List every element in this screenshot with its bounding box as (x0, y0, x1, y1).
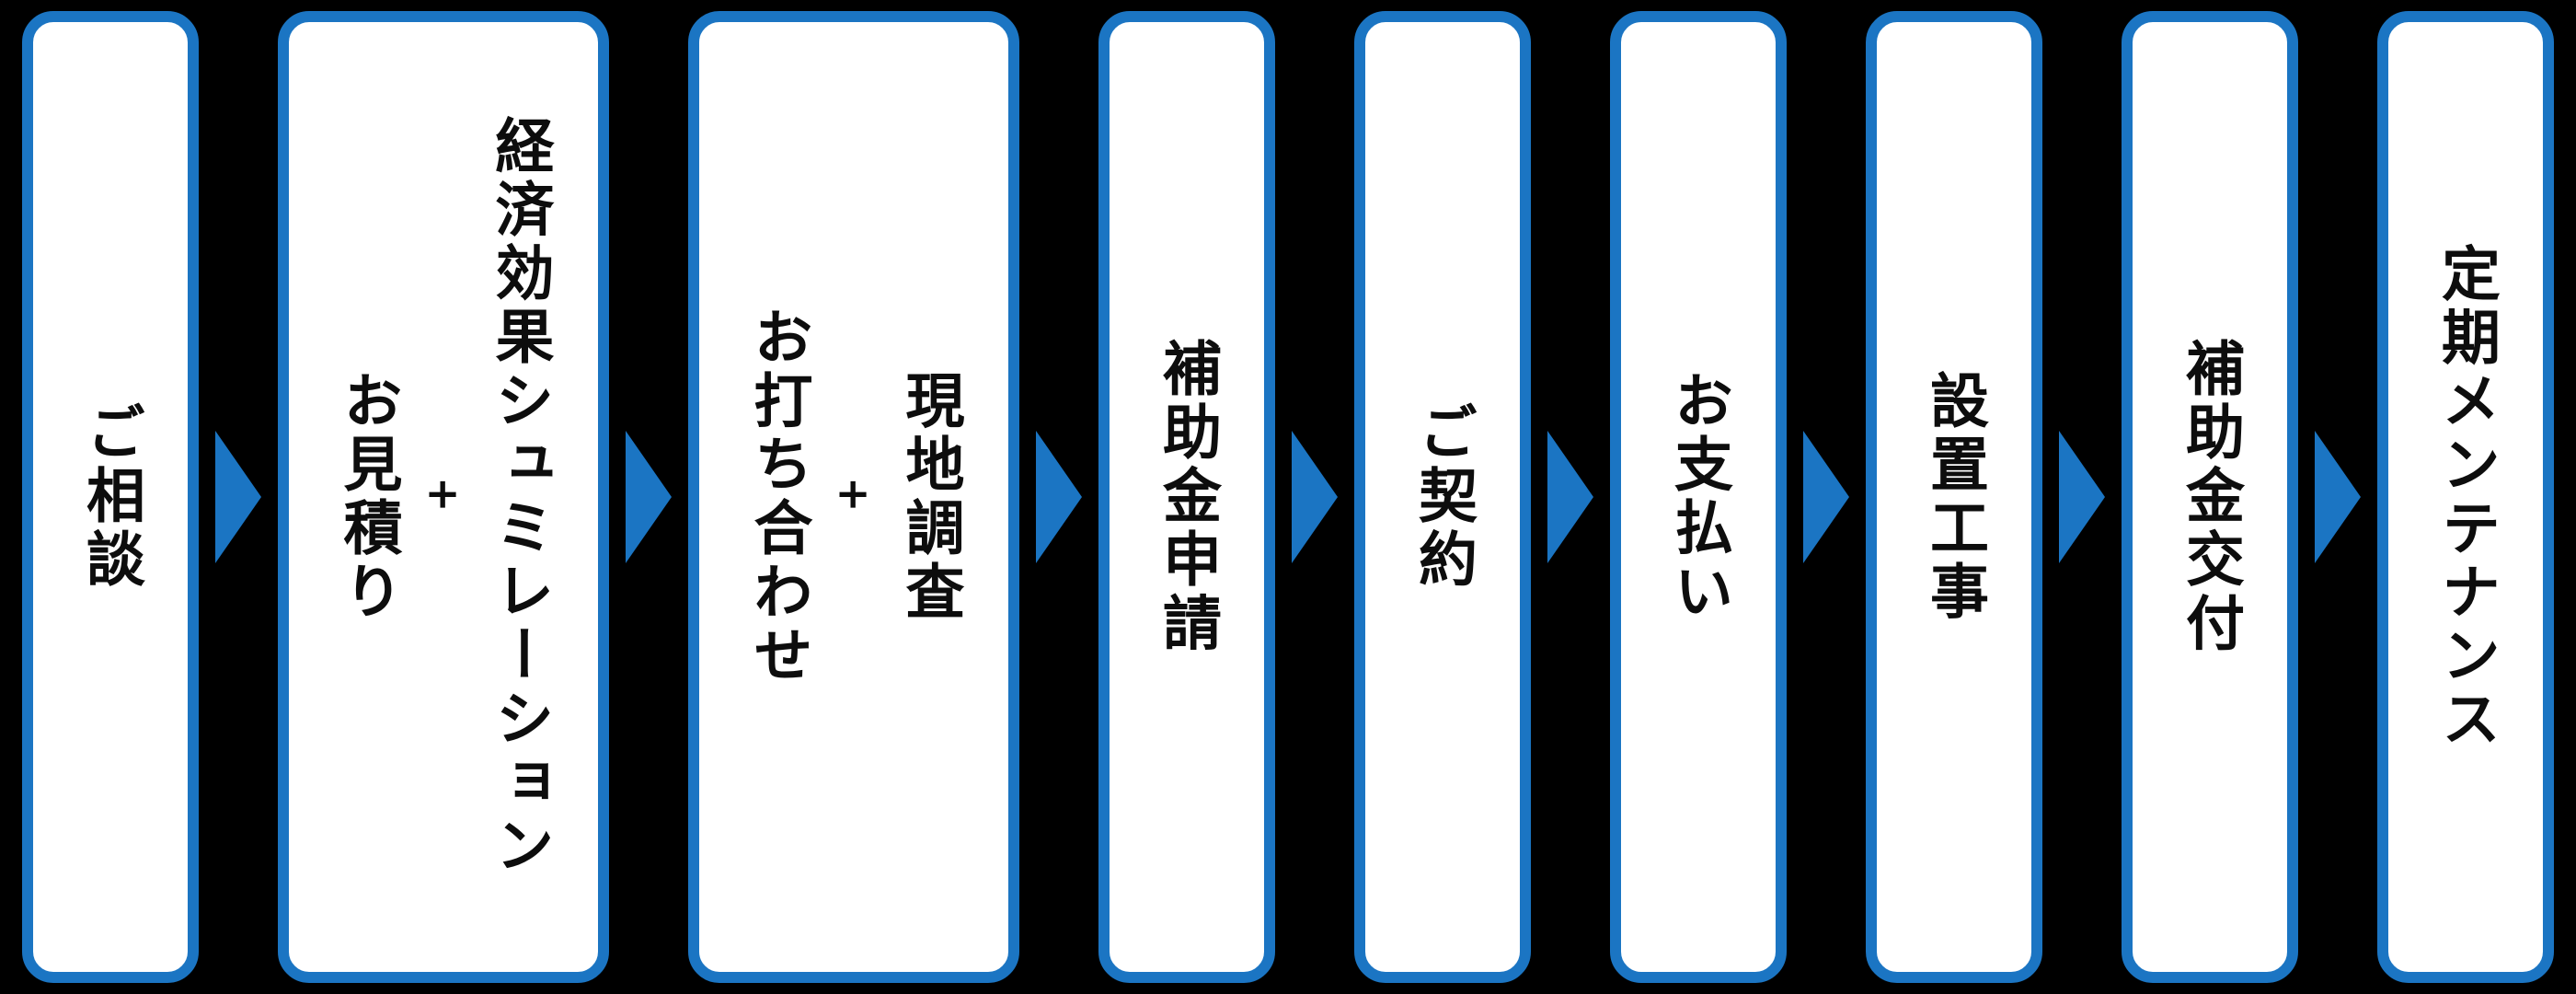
step-label: 設置工事 (1910, 370, 1998, 624)
right-triangle-icon (2315, 431, 2361, 563)
step-label: 補助金申請 (1143, 338, 1231, 656)
process-step-box: 経済効果シュミレーション + お見積り (278, 11, 609, 983)
right-triangle-icon (215, 431, 261, 563)
step-label-column: お支払い (1664, 369, 1732, 625)
plus-sign: + (419, 477, 469, 517)
step-label: ご相談 (66, 401, 155, 592)
step-label-column: 現地調査 (895, 369, 964, 625)
right-triangle-icon (1547, 431, 1593, 563)
process-step-box: 補助金申請 (1098, 11, 1275, 983)
plus-sign: + (829, 477, 880, 517)
process-step-box: 定期メンテナンス (2377, 11, 2554, 983)
process-step-box: ご相談 (22, 11, 199, 983)
step-label-column: 設置工事 (1920, 369, 1988, 625)
step-label-column: 定期メンテナンス (2432, 242, 2500, 752)
step-label-column: ご相談 (76, 401, 144, 593)
step-label: 現地調査 + お打ち合わせ (734, 306, 974, 688)
process-step-box: 設置工事 (1866, 11, 2042, 983)
process-step-box: ご契約 (1354, 11, 1531, 983)
step-label: お支払い (1654, 370, 1742, 624)
process-step-box: 現地調査 + お打ち合わせ (688, 11, 1019, 983)
process-step-box: 補助金交付 (2122, 11, 2298, 983)
right-triangle-icon (1803, 431, 1849, 563)
step-label-column: 補助金申請 (1153, 338, 1221, 656)
step-label-column: お打ち合わせ (743, 306, 812, 688)
right-triangle-icon (1036, 431, 1082, 563)
step-label-column: 経済効果シュミレーション (485, 115, 554, 879)
right-triangle-icon (2059, 431, 2105, 563)
right-triangle-icon (626, 431, 672, 563)
step-label-column: 補助金交付 (2176, 338, 2244, 656)
process-step-box: お支払い (1610, 11, 1787, 983)
step-label-column: お見積り (333, 369, 402, 625)
step-label: 補助金交付 (2166, 338, 2254, 656)
step-label: ご契約 (1398, 401, 1487, 592)
step-label: 経済効果シュミレーション + お見積り (324, 115, 564, 878)
step-label-column: ご契約 (1409, 401, 1477, 593)
right-triangle-icon (1292, 431, 1338, 563)
step-label: 定期メンテナンス (2421, 243, 2510, 752)
